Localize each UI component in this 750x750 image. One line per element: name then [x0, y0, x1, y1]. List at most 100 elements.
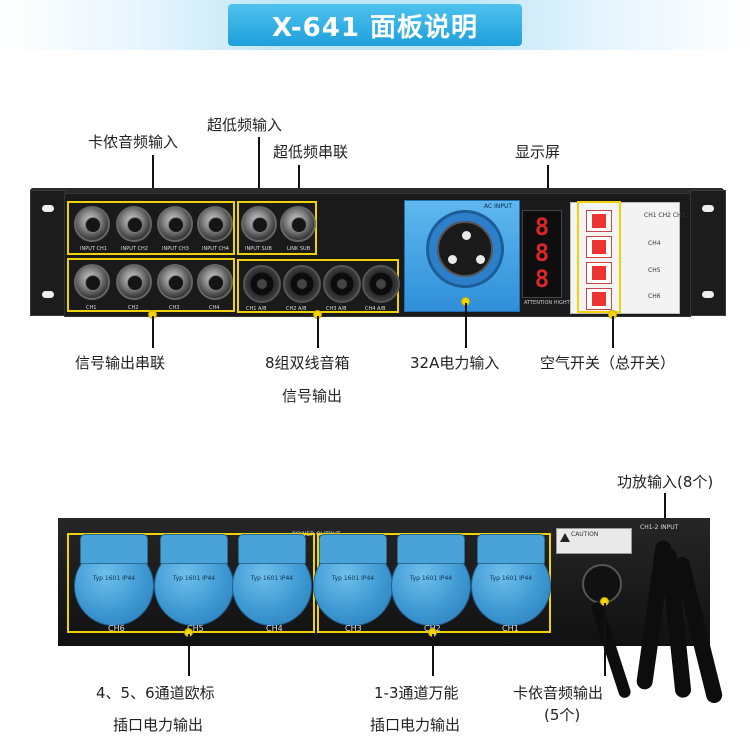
link-label: CH3 [169, 305, 180, 311]
power-inlet-32a[interactable] [426, 210, 504, 288]
leader-line [258, 137, 260, 195]
label-kanon-input: 卡侬音频输入 [88, 133, 179, 151]
xlr-link-ch3[interactable] [157, 264, 193, 300]
leader-line [465, 303, 467, 348]
breaker-switch[interactable] [586, 262, 612, 284]
channel-label: CH4 [266, 624, 283, 633]
sub-link-label: LINK SUB [287, 246, 311, 252]
power-socket-ch5[interactable]: Typ 1601 IP44 [154, 534, 234, 626]
speakon-out-ch2[interactable] [283, 265, 321, 303]
label-universal-1: 1-3通道万能 [374, 684, 459, 702]
ac-input-label: AC INPUT [484, 203, 513, 210]
xlr-input-ch3[interactable] [157, 206, 193, 242]
breaker-switch[interactable] [586, 210, 612, 232]
socket-text: Typ 1601 IP44 [250, 575, 294, 582]
breaker-label: CH6 [648, 293, 661, 300]
power-output-label: POWER OUTPUT [292, 531, 341, 538]
label-eu-sockets-1: 4、5、6通道欧标 [96, 684, 215, 702]
label-amp-input: 功放输入(8个) [617, 473, 714, 491]
xlr-link-ch4[interactable] [197, 264, 233, 300]
label-air-switch: 空气开关（总开关） [540, 354, 676, 372]
xlr-sub-input[interactable] [241, 206, 277, 242]
leader-line [547, 165, 549, 210]
power-socket-ch3[interactable]: Typ 1601 IP44 [313, 534, 393, 626]
breaker-label: CH1 CH2 CH3 [644, 212, 686, 219]
link-label: CH4 [209, 305, 220, 311]
input-label: INPUT CH1 [80, 246, 107, 252]
input-label: INPUT CH3 [162, 246, 189, 252]
xlr-link-ch1[interactable] [74, 264, 110, 300]
leader-line [188, 634, 190, 676]
socket-text: Typ 1601 IP44 [409, 575, 453, 582]
socket-text: Typ 1601 IP44 [331, 575, 375, 582]
link-label: CH2 [128, 305, 139, 311]
xlr-link-ch2[interactable] [116, 264, 152, 300]
leader-line [298, 165, 300, 195]
leader-line [317, 316, 319, 348]
breaker-highlight [577, 201, 621, 313]
speaker-out-label: CH1 A/B [246, 306, 267, 312]
display-digit: 8 [534, 239, 550, 267]
warning-icon [560, 533, 570, 542]
power-socket-ch1[interactable]: Typ 1601 IP44 [471, 534, 551, 626]
socket-text: Typ 1601 IP44 [489, 575, 533, 582]
xlr-input-ch2[interactable] [116, 206, 152, 242]
link-label: CH1 [86, 305, 97, 311]
label-speaker-out-2: 信号输出 [282, 387, 343, 405]
channel-label: CH3 [345, 624, 362, 633]
attention-label: ATTENTION HIGHT VOLTAGE [524, 300, 594, 306]
breaker-label: CH4 [648, 240, 661, 247]
display-digit: 8 [534, 265, 550, 293]
voltage-display: 8 8 8 [522, 210, 562, 298]
input-label: INPUT CH4 [202, 246, 229, 252]
xlr-sub-link[interactable] [280, 206, 316, 242]
label-display: 显示屏 [515, 143, 561, 161]
socket-text: Typ 1601 IP44 [92, 575, 136, 582]
label-kanon-out-1: 卡依音频输出 [513, 684, 604, 702]
breaker-label: CH5 [648, 267, 661, 274]
xlr-input-ch1[interactable] [74, 206, 110, 242]
rack-ear-right [690, 190, 726, 316]
xlr-input-ch4[interactable] [197, 206, 233, 242]
socket-text: Typ 1601 IP44 [172, 575, 216, 582]
speakon-out-ch4[interactable] [362, 265, 400, 303]
leader-line [152, 155, 154, 195]
leader-line [664, 493, 666, 539]
caution-sticker: CAUTION [556, 528, 632, 554]
speaker-out-label: CH4 A/B [365, 306, 386, 312]
channel-label: CH6 [108, 624, 125, 633]
channel-label: CH5 [187, 624, 204, 633]
speakon-out-ch3[interactable] [323, 265, 361, 303]
label-power-in: 32A电力输入 [410, 354, 500, 372]
sub-group-highlight [237, 201, 317, 255]
sub-input-label: INPUT SUB [245, 246, 272, 252]
leader-line [152, 316, 154, 348]
caution-text: CAUTION [571, 531, 599, 538]
speaker-out-label: CH2 A/B [286, 306, 307, 312]
label-sub-link: 超低频串联 [273, 143, 349, 161]
power-socket-ch2[interactable]: Typ 1601 IP44 [391, 534, 471, 626]
rack-ear-left [30, 190, 66, 316]
label-eu-sockets-2: 插口电力输出 [113, 716, 204, 734]
label-kanon-out-2: (5个) [544, 706, 581, 724]
channel-label: CH1 [502, 624, 519, 633]
power-socket-ch6[interactable]: Typ 1601 IP44 [74, 534, 154, 626]
label-signal-link: 信号输出串联 [75, 354, 166, 372]
leader-line [432, 634, 434, 676]
title-banner: X-641 面板说明 [0, 0, 750, 50]
label-sub-input: 超低频输入 [207, 116, 283, 134]
page-title: X-641 面板说明 [228, 4, 522, 46]
breaker-switch[interactable] [586, 288, 612, 310]
leader-line [604, 603, 606, 676]
leader-line [612, 316, 614, 348]
breaker-switch[interactable] [586, 236, 612, 258]
input-label: INPUT CH2 [121, 246, 148, 252]
power-socket-ch4[interactable]: Typ 1601 IP44 [232, 534, 312, 626]
input-group-highlight [67, 201, 235, 255]
speaker-out-label: CH3 A/B [326, 306, 347, 312]
input-label: CH1-2 INPUT [640, 524, 679, 531]
label-speaker-out-1: 8组双线音箱 [265, 354, 350, 372]
label-universal-2: 插口电力输出 [370, 716, 461, 734]
display-digit: 8 [534, 213, 550, 241]
speakon-out-ch1[interactable] [243, 265, 281, 303]
